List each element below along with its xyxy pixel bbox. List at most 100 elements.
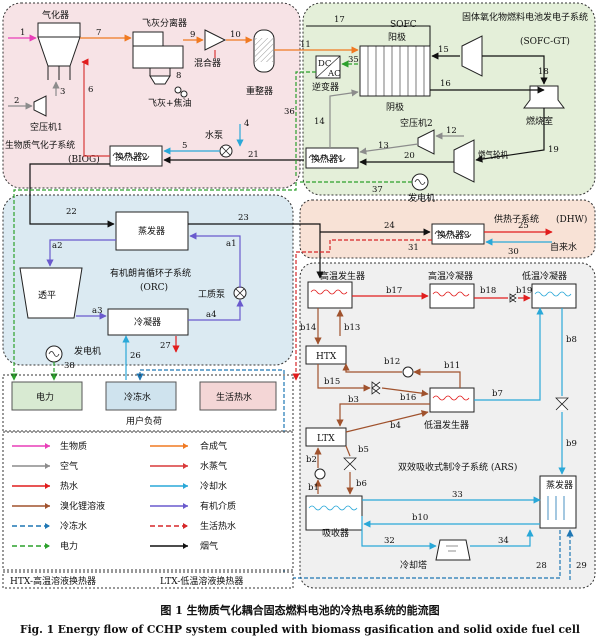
gasifier: 气化器: [37, 9, 81, 80]
legend-label: 冷却水: [200, 480, 227, 492]
flow-orc-a1: [189, 232, 241, 288]
flow-ars-b11: [413, 368, 461, 388]
stream-10: 10: [230, 30, 241, 40]
ars-valve-b16: [371, 381, 381, 395]
legend-label: 溴化锂溶液: [60, 500, 105, 512]
flow-air-13: [359, 143, 419, 155]
absorber-label: 吸收器: [322, 527, 349, 539]
fly-ash-tar-label: 飞灰+焦油: [148, 97, 192, 109]
working-pump: 工质泵: [198, 286, 247, 300]
flow-ars-b16: [381, 387, 429, 397]
orc-label: 有机朗肯循环子系统: [110, 267, 191, 279]
legend-arrowhead: [45, 503, 50, 509]
biog-label: 生物质气化子系统: [5, 139, 75, 151]
generator-sofc: 发电机: [408, 173, 435, 204]
legend-label: 冷冻水: [60, 520, 87, 532]
ars-point-b18: b18: [480, 286, 496, 296]
legend-frame: [2, 431, 294, 571]
footnote-htx: HTX-高温溶液换热器: [10, 575, 96, 587]
legend: 生物质合成气空气水蒸气热水冷却水溴化锂溶液有机介质冷冻水生活热水电力烟气: [12, 440, 236, 552]
heat-exchanger-1-label: 换热器1: [311, 153, 344, 165]
air-compressor-2-label: 空压机2: [400, 117, 433, 129]
ltx-label: LTX: [317, 434, 335, 444]
legend-arrowhead: [45, 523, 50, 529]
power-load-box: [11, 381, 83, 411]
air-compressor-2: 空压机2: [400, 117, 435, 155]
footnote-frame: [2, 571, 294, 589]
flow-power-main: [10, 182, 297, 381]
flow-ars-b15: [317, 364, 371, 392]
stream-36: 36: [284, 107, 295, 117]
orc-subsystem-region: [2, 194, 294, 366]
ars-point-b17: b17: [386, 286, 402, 296]
low-temp-condenser: 低温冷凝器: [522, 270, 577, 309]
legend-arrowhead: [183, 483, 188, 489]
flow-ars-b12: [342, 363, 402, 373]
gasifier-label: 气化器: [42, 9, 69, 21]
combustor-label: 燃烧室: [526, 115, 553, 127]
orc-point-a2: a2: [52, 241, 62, 251]
stream-23: 23: [238, 213, 249, 223]
caption-cn: 图 1 生物质气化耦合固态燃料电池的冷热电系统的能流图: [160, 603, 439, 617]
stream-labels: 1 2 3 4 5 6 7 8 9 10 11 12 13 14 15 16 1…: [14, 15, 587, 571]
flow-18: [482, 55, 548, 85]
high-temp-condenser-label: 高温冷凝器: [428, 270, 473, 282]
stream-24: 24: [384, 221, 395, 231]
mixer: 混合器: [194, 29, 227, 69]
flow-ars-b7: [474, 307, 544, 401]
air-compressor-1-label: 空压机1: [30, 121, 63, 133]
stream-2: 2: [14, 96, 19, 106]
cooling-tower-label: 冷却塔: [400, 559, 427, 571]
ars-point-b6: b6: [356, 479, 367, 489]
ars-point-b1: b1: [308, 483, 319, 493]
sofc-label: SOFC: [390, 20, 417, 30]
legend-arrowhead: [183, 463, 188, 469]
legend-arrowhead: [183, 503, 188, 509]
stream-34: 34: [498, 536, 509, 546]
stream-31: 31: [408, 243, 419, 253]
ars-valve-b5: [343, 457, 357, 471]
orc-point-a4: a4: [206, 310, 216, 320]
ars-point-b15: b15: [324, 377, 340, 387]
ars-evaporator-label: 蒸发器: [546, 479, 573, 491]
legend-label: 合成气: [200, 440, 227, 452]
flow-orc-a2: [46, 239, 116, 267]
stream-4: 4: [244, 119, 249, 129]
stream-19: 19: [548, 145, 559, 155]
flow-ars-b5: [345, 445, 351, 457]
sofc-gt-compressor: [461, 35, 483, 77]
ars-point-b5: b5: [358, 445, 369, 455]
orc-condenser: 冷凝器: [107, 308, 189, 336]
low-temp-condenser-label: 低温冷凝器: [522, 270, 567, 282]
legend-label: 有机介质: [200, 500, 236, 512]
flow-air-14: [329, 89, 359, 148]
flow-dhw-31: [292, 239, 432, 381]
working-pump-label: 工质泵: [198, 288, 225, 300]
stream-29: 29: [576, 561, 587, 571]
legend-arrowhead: [183, 543, 188, 549]
reformer-label: 重整器: [246, 85, 273, 97]
dhw-load-box: [199, 381, 277, 411]
ars-point-b4: b4: [390, 421, 401, 431]
absorber: 吸收器: [305, 495, 363, 539]
ars-label: 双效吸收式制冷子系统 (ARS): [398, 461, 517, 473]
tap-water-label: 自来水: [550, 241, 577, 253]
stream-5: 5: [182, 141, 187, 151]
combustor: 燃烧室: [523, 85, 565, 127]
flow-19: [475, 108, 545, 163]
ars-pump-b2: [314, 468, 326, 480]
stream-33: 33: [452, 490, 463, 500]
ars-pump-b12: [402, 366, 414, 378]
stream-8: 8: [176, 71, 181, 81]
legend-label: 生物质: [60, 440, 87, 452]
ars-valve-b18: [509, 293, 517, 303]
flow-ars-b4: [345, 410, 429, 433]
stream-26: 26: [130, 351, 141, 361]
ltx: LTX: [305, 427, 347, 447]
stream-38: 38: [64, 361, 75, 371]
stream-7: 7: [96, 28, 101, 38]
legend-arrowhead: [45, 443, 50, 449]
legend-arrowhead: [45, 463, 50, 469]
ars-point-b2: b2: [306, 455, 317, 465]
